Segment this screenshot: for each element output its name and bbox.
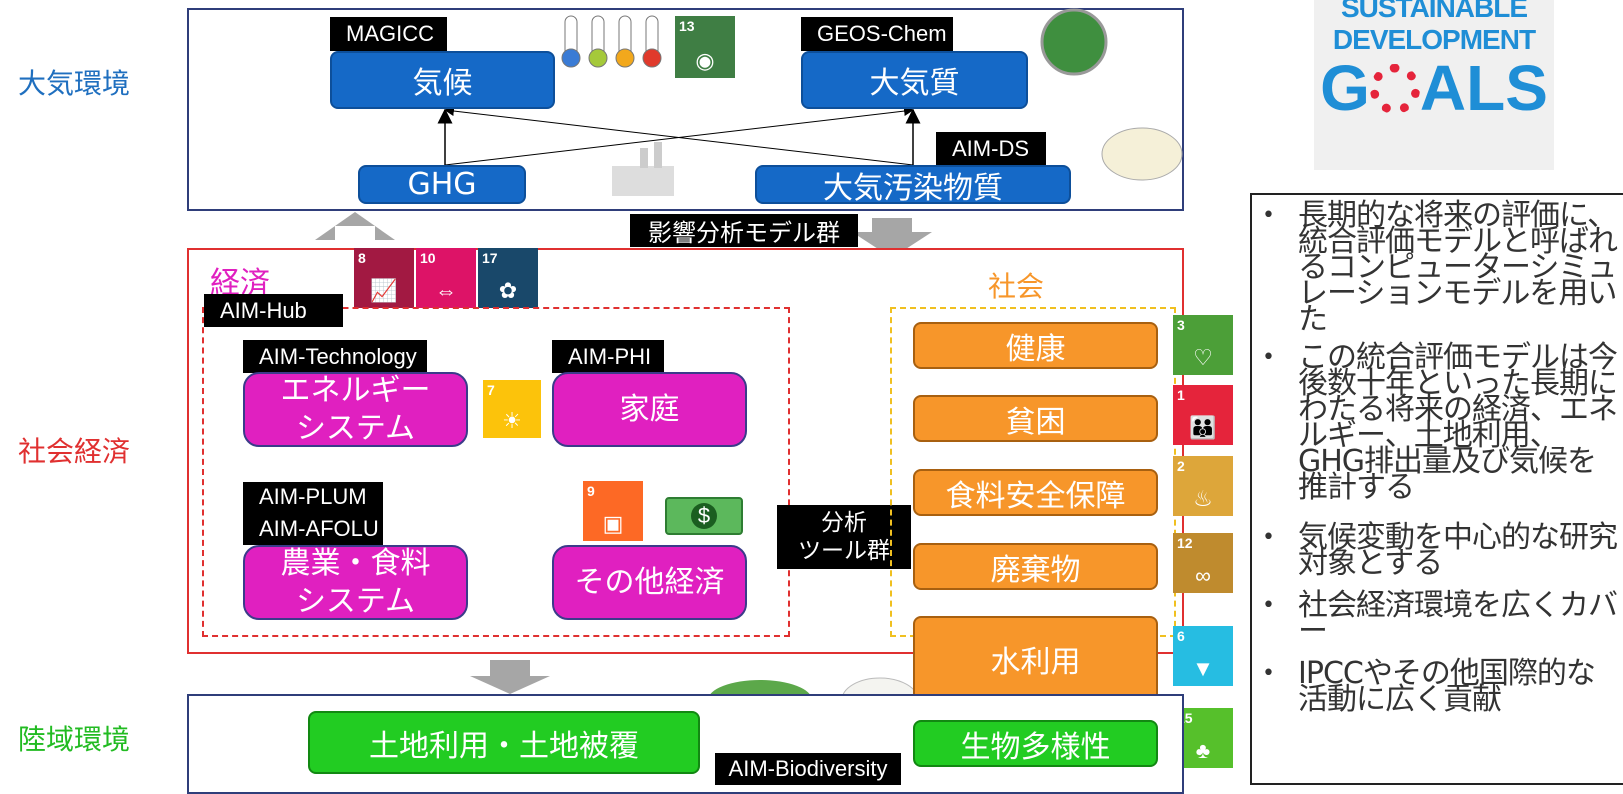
sdg-logo: SUSTAINABLE DEVELOPMENT G ALS <box>1314 0 1554 170</box>
tag-geoschem: GEOS-Chem <box>801 17 953 51</box>
box-climate: 気候 <box>330 51 555 109</box>
sdg-icon-1: 1👪 <box>1173 385 1233 445</box>
box-land-use: 土地利用・土地被覆 <box>308 711 700 774</box>
tag-aim-biodiversity: AIM-Biodiversity <box>715 753 901 785</box>
analysis-tools-label: 分析 ツール群 <box>777 505 911 569</box>
box-health: 健康 <box>913 322 1158 369</box>
tag-magicc: MAGICC <box>330 17 447 51</box>
tools-line2: ツール群 <box>798 538 890 564</box>
tag-aim-hub: AIM-Hub <box>204 294 343 327</box>
box-waste: 廃棄物 <box>913 543 1158 590</box>
side-label-land: 陸域環境 <box>18 723 131 756</box>
sdg-icon-8: 8📈 <box>354 248 414 308</box>
globe-icon <box>1040 8 1108 76</box>
box-air-pollutants: 大気汚染物質 <box>755 165 1071 206</box>
dollar-sign: $ <box>691 503 717 529</box>
sdg-icon-17: 17✿ <box>478 248 538 308</box>
box-household: 家庭 <box>552 372 747 447</box>
tag-aim-technology: AIM-Technology <box>243 340 427 373</box>
sdg-icon-6: 6▼ <box>1173 626 1233 686</box>
box-agri-food-system: 農業・食料 システム <box>243 545 468 620</box>
box-energy-system: エネルギー システム <box>243 372 468 447</box>
society-title: 社会 <box>988 270 1045 303</box>
summary-bullets: •長期的な将来の評価に、統合評価モデルと呼ばれるコンピューターシミュレーションモ… <box>1250 193 1623 785</box>
box-ghg: GHG <box>358 165 526 204</box>
bullet-3: •気候変動を中心的な研究対象とする <box>1262 520 1618 581</box>
box-water-use: 水利用 <box>913 616 1158 702</box>
side-label-atmosphere: 大気環境 <box>18 67 131 100</box>
side-label-socioeconomy: 社会経済 <box>18 435 131 468</box>
tools-line1: 分析 <box>821 510 867 536</box>
tag-aimds: AIM-DS <box>936 132 1046 165</box>
sdg-logo-g: G <box>1320 52 1370 124</box>
agri-line2: システム <box>295 583 416 619</box>
money-icon: $ <box>665 497 743 535</box>
economy-dashed-box <box>202 307 790 637</box>
sdg-logo-line1: SUSTAINABLE <box>1340 0 1528 23</box>
sdg-logo-line2: DEVELOPMENT <box>1332 24 1536 55</box>
bullet-1: •長期的な将来の評価に、統合評価モデルと呼ばれるコンピューターシミュレーションモ… <box>1262 198 1618 337</box>
sdg-icon-13: 13◉ <box>675 16 735 78</box>
sdg-icon-10: 10⇔ <box>416 248 476 308</box>
sdg-icon-3: 3♡ <box>1173 315 1233 375</box>
factory-icon <box>612 142 674 196</box>
box-poverty: 貧困 <box>913 395 1158 442</box>
tag-aim-afolu: AIM-AFOLU <box>243 512 383 545</box>
box-other-economy: その他経済 <box>552 545 747 620</box>
impact-models-label: 影響分析モデル群 <box>630 214 858 247</box>
bullet-2: •この統合評価モデルは今後数十年といった長期にわたる将来の経済、エネルギー、土地… <box>1262 340 1618 505</box>
energy-line2: システム <box>295 410 416 446</box>
box-biodiversity: 生物多様性 <box>913 720 1158 767</box>
sdg-logo-als: ALS <box>1419 52 1548 124</box>
sdg-wheel-icon <box>1369 64 1420 114</box>
sdg-icon-2: 2♨ <box>1173 456 1233 516</box>
tag-aim-phi: AIM-PHI <box>552 340 664 373</box>
sdg-icon-7: 7☀ <box>483 380 541 438</box>
sdg-icon-12: 12∞ <box>1173 533 1233 593</box>
sdg-icon-9: 9▣ <box>583 481 643 541</box>
world-map-icon <box>1101 127 1183 181</box>
thermometer-icons <box>561 15 662 68</box>
agri-line1: 農業・食料 <box>280 545 431 581</box>
box-food-security: 食料安全保障 <box>913 469 1158 516</box>
bullet-5: •IPCCやその他国際的な活動に広く貢献 <box>1262 656 1596 717</box>
energy-line1: エネルギー <box>280 372 431 408</box>
bullet-4: •社会経済環境を広くカバー <box>1262 588 1618 649</box>
box-air-quality: 大気質 <box>801 51 1028 109</box>
tag-aim-plum: AIM-PLUM <box>243 482 383 512</box>
